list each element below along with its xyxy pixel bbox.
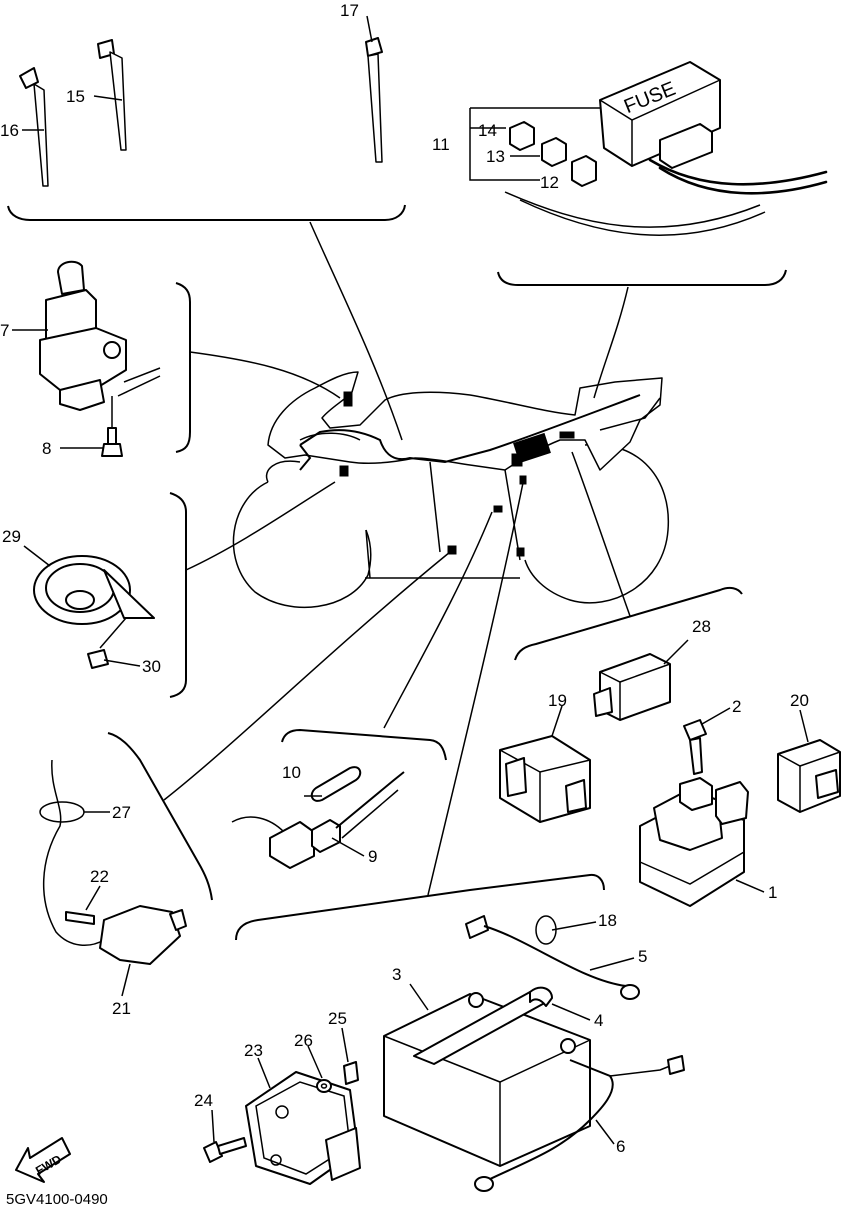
bolt-2	[683, 719, 707, 775]
callout-16: 16	[0, 121, 19, 140]
callout-27: 27	[112, 803, 131, 822]
callout-29: 29	[2, 527, 21, 546]
cable-tie-17	[365, 37, 383, 163]
callout-26: 26	[294, 1031, 313, 1050]
callout-9: 9	[368, 847, 377, 866]
callout-25: 25	[328, 1009, 347, 1028]
relay-28	[593, 653, 671, 721]
group-brackets	[7, 204, 787, 941]
callout-15: 15	[66, 87, 85, 106]
battery-3	[383, 991, 591, 1167]
battery-band-4	[529, 986, 553, 1007]
callout-1: 1	[768, 883, 777, 902]
callout-11: 11	[432, 135, 450, 154]
sensor-assembly	[39, 759, 187, 965]
callout-10: 10	[282, 763, 301, 782]
collar-25	[343, 1061, 359, 1085]
callout-13: 13	[486, 147, 505, 166]
diagram-code: 5GV4100-0490	[6, 1191, 108, 1208]
sending-unit-9	[231, 771, 405, 869]
fwd-arrow-icon: FWD	[15, 1137, 71, 1183]
cable-tie-15	[97, 39, 127, 151]
relay-19	[499, 735, 591, 823]
cable-tie-16	[19, 67, 49, 187]
fuse-box: FUSE	[504, 61, 828, 236]
callout-5: 5	[638, 947, 647, 966]
washer-26	[316, 1079, 332, 1093]
battery-lead-5	[465, 915, 640, 1000]
callout-18: 18	[598, 911, 617, 930]
rectifier-regulator-23	[245, 1071, 361, 1185]
group-leader-lines	[163, 221, 631, 896]
callout-labels: 17 15 16 14 11 13 12 7 8 29 30 27 22 21 …	[0, 1, 809, 1156]
callout-17: 17	[340, 1, 359, 20]
callout-8: 8	[42, 439, 51, 458]
fuse-12	[571, 155, 597, 187]
screw-24	[203, 1137, 247, 1163]
callout-leaders	[12, 15, 809, 1145]
starter-relay-1	[639, 777, 749, 907]
callout-24: 24	[194, 1091, 213, 1110]
callout-4: 4	[594, 1011, 603, 1030]
callout-7: 7	[0, 321, 9, 340]
callout-30: 30	[142, 657, 161, 676]
callout-21: 21	[112, 999, 131, 1018]
callout-22: 22	[90, 867, 109, 886]
callout-19: 19	[548, 691, 567, 710]
battery-lead-6	[474, 1055, 685, 1192]
horn	[33, 555, 155, 669]
main-switch	[39, 260, 161, 457]
rubber-boot-10	[310, 766, 362, 802]
callout-14: 14	[478, 121, 497, 140]
callout-3: 3	[392, 965, 401, 984]
callout-28: 28	[692, 617, 711, 636]
callout-20: 20	[790, 691, 809, 710]
relay-20	[777, 739, 841, 813]
fuse-13	[541, 137, 567, 167]
callout-23: 23	[244, 1041, 263, 1060]
callout-2: 2	[732, 697, 741, 716]
callout-6: 6	[616, 1137, 625, 1156]
callout-12: 12	[540, 173, 559, 192]
motorcycle-outline	[232, 371, 670, 609]
fuse-14	[509, 121, 535, 151]
